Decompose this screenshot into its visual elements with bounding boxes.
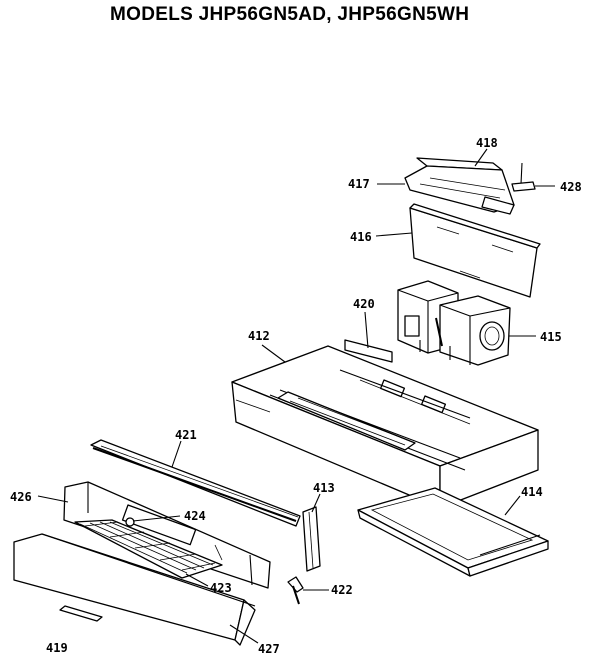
part-423-grille [74,519,223,579]
label-417: 417 [348,177,370,191]
label-418: 418 [476,136,498,150]
part-419-strip [59,605,103,622]
label-414: 414 [521,485,543,499]
label-426: 426 [10,490,32,504]
part-418-damper [404,157,515,215]
part-413-strip [302,506,321,572]
label-423: 423 [210,581,232,595]
label-428: 428 [560,180,582,194]
label-424: 424 [184,509,206,523]
part-414-tray [357,487,549,577]
cropped-header-fragment: — [30,0,41,3]
page-title: MODELS JHP56GN5AD, JHP56GN5WH [110,4,470,25]
part-421-rail [90,439,301,527]
label-412: 412 [248,329,270,343]
label-427: 427 [258,642,280,656]
part-426-frame [63,481,271,589]
part-416-panel [409,203,541,298]
label-420: 420 [353,297,375,311]
part-415-blower [397,280,511,366]
cropped-header-fragment: — [570,0,581,3]
leader-lines [37,148,555,644]
label-421: 421 [175,428,197,442]
label-413: 413 [313,481,335,495]
label-416: 416 [350,230,372,244]
label-422: 422 [331,583,353,597]
part-420-bracket [344,339,393,363]
label-415: 415 [540,330,562,344]
cropped-header-fragment: — [500,0,511,3]
part-422-bracket [287,576,304,605]
part-428-clip [511,162,536,192]
part-412-housing [231,345,539,509]
part-427-front-panel [13,533,256,646]
label-419: 419 [46,641,68,655]
